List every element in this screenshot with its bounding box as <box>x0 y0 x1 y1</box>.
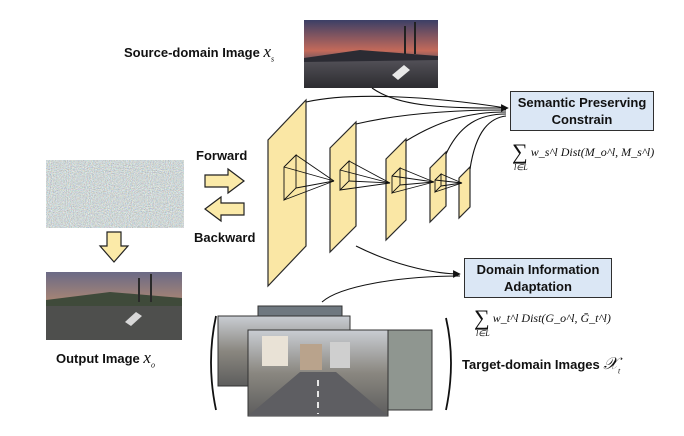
sum-symbol: ∑ <box>512 139 528 164</box>
target-domain-images <box>217 305 433 417</box>
domain-sum-index: l∈L <box>476 329 490 338</box>
right-arrow-icon <box>204 167 245 195</box>
domain-box-line1: Domain Information <box>476 262 600 277</box>
semantic-connectors <box>305 87 509 170</box>
output-image-variable: xo <box>143 348 155 370</box>
cnn-layer-4 <box>429 150 447 224</box>
forward-label: Forward <box>196 148 248 163</box>
target-images-variable: 𝒳t <box>603 354 621 376</box>
cnn-layer-1 <box>267 98 307 288</box>
backward-label: Backward <box>194 230 256 245</box>
output-image-label: Output Image xo <box>56 348 155 370</box>
semantic-formula: ∑ w_s^l Dist(M_o^l, M_s^l) <box>512 139 655 164</box>
semantic-box-line1: Semantic Preserving <box>517 95 647 110</box>
receptive-field-pyramids <box>283 153 463 202</box>
domain-formula: ∑ w_t^l Dist(G_o^l, Ḡ_t^l) <box>474 305 611 330</box>
domain-connectors <box>321 245 461 303</box>
left-arrow-icon <box>204 195 245 223</box>
semantic-box-line2: Constrain <box>551 112 613 127</box>
domain-adaptation-box: Domain Information Adaptation <box>464 258 612 298</box>
target-images-label: Target-domain Images 𝒳t <box>462 354 621 376</box>
source-image-variable: xs <box>263 42 275 64</box>
source-domain-image <box>304 20 438 88</box>
cnn-layer-5 <box>458 165 471 220</box>
sum-symbol: ∑ <box>474 305 490 330</box>
noise-input-image <box>46 160 184 228</box>
down-arrow-icon <box>98 231 130 263</box>
bracket-right <box>445 317 452 411</box>
source-image-label: Source-domain Image xs <box>124 42 275 64</box>
semantic-preserving-box: Semantic Preserving Constrain <box>510 91 654 131</box>
bracket-left <box>210 315 217 411</box>
domain-box-line2: Adaptation <box>504 279 572 294</box>
output-image <box>46 272 182 340</box>
semantic-sum-index: l∈L <box>514 163 528 172</box>
